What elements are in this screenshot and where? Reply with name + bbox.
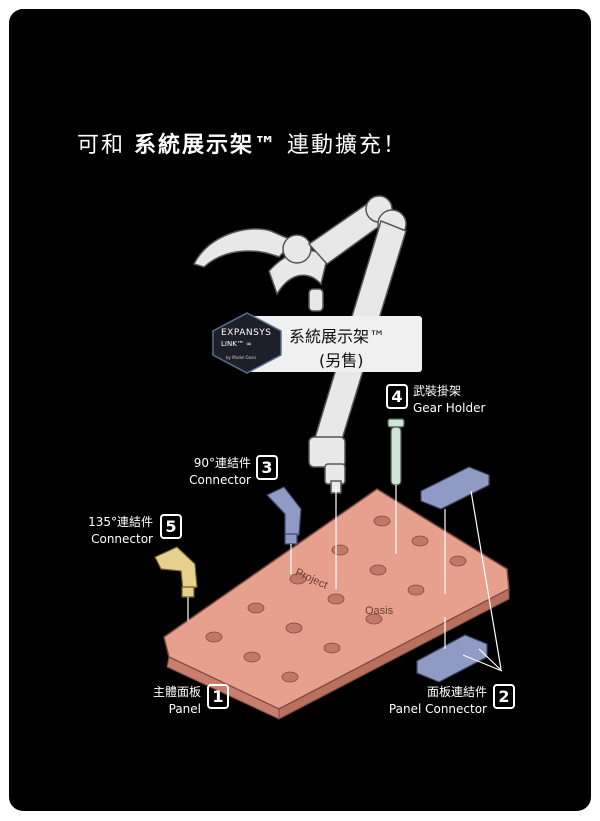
panel-hole [289, 573, 307, 585]
part-4-en: Gear Holder [413, 401, 486, 415]
badge-product-name: 系統展示架™ [289, 327, 386, 346]
part-label-5: 135°連結件 Connector [77, 514, 153, 548]
panel-hole [285, 622, 303, 634]
part-2-zh: 面板連結件 [426, 685, 487, 699]
panel-hole [281, 671, 299, 683]
part-2-en: Panel Connector [388, 702, 487, 716]
background-card: 可和 系統展示架™ 連動擴充！ Oasis Project [9, 9, 591, 811]
panel-hole [327, 593, 345, 605]
panel-hole [205, 631, 223, 643]
headline-suffix: 連動擴充！ [287, 133, 408, 158]
headline-prefix: 可和 [77, 133, 126, 158]
connector-135-part [154, 546, 198, 598]
part-label-2: 面板連結件 Panel Connector [379, 684, 487, 718]
logo-text-link: LINK™ ∞ [221, 340, 252, 348]
part-number-2: 2 [493, 684, 515, 709]
part-3-zh: 90°連結件 [193, 456, 251, 470]
panel-hole [331, 544, 349, 556]
part-1-zh: 主體面板 [152, 685, 201, 699]
panel-hole [411, 535, 429, 547]
logo-text-by: by Model Oasis [226, 355, 257, 360]
panel-hole [449, 555, 467, 567]
headline: 可和 系統展示架™ 連動擴充！ [77, 127, 407, 159]
part-label-3: 90°連結件 Connector [177, 455, 251, 489]
expansys-badge: EXPANSYS LINK™ ∞ by Model Oasis 系統展示架™ (… [209, 311, 423, 375]
part-label-1: 主體面板 Panel [137, 684, 201, 718]
gear-holder-part [387, 418, 405, 486]
expansys-link-logo [212, 312, 282, 374]
badge-sold-separately: (另售) [319, 351, 364, 370]
panel-hole [373, 515, 391, 527]
panel-hole [243, 651, 261, 663]
panel-hole [247, 602, 265, 614]
main-panel: Oasis Project [163, 488, 510, 720]
part-4-zh: 武裝掛架 [413, 384, 462, 398]
panel-hole [369, 564, 387, 576]
part-3-en: Connector [189, 473, 251, 487]
part-5-zh: 135°連結件 [88, 515, 153, 529]
part-1-en: Panel [168, 702, 201, 716]
part-number-4: 4 [386, 384, 408, 409]
part-label-4: 武裝掛架 Gear Holder [413, 383, 485, 417]
panel-mark-oasis: Oasis [365, 605, 394, 617]
part-number-3: 3 [256, 455, 278, 480]
panel-hole [407, 584, 425, 596]
part-number-5: 5 [160, 514, 182, 539]
product-illustration: Oasis Project [154, 195, 510, 720]
assembly-guide-lines [187, 485, 503, 672]
part-number-1: 1 [207, 684, 229, 709]
panel-connector-top [420, 466, 490, 510]
panel-hole [323, 642, 341, 654]
logo-text-expansys: EXPANSYS [221, 328, 272, 338]
part-5-en: Connector [91, 532, 153, 546]
connector-90-part [265, 486, 302, 545]
headline-product: 系統展示架™ [134, 133, 279, 158]
panel-hole [365, 613, 383, 625]
